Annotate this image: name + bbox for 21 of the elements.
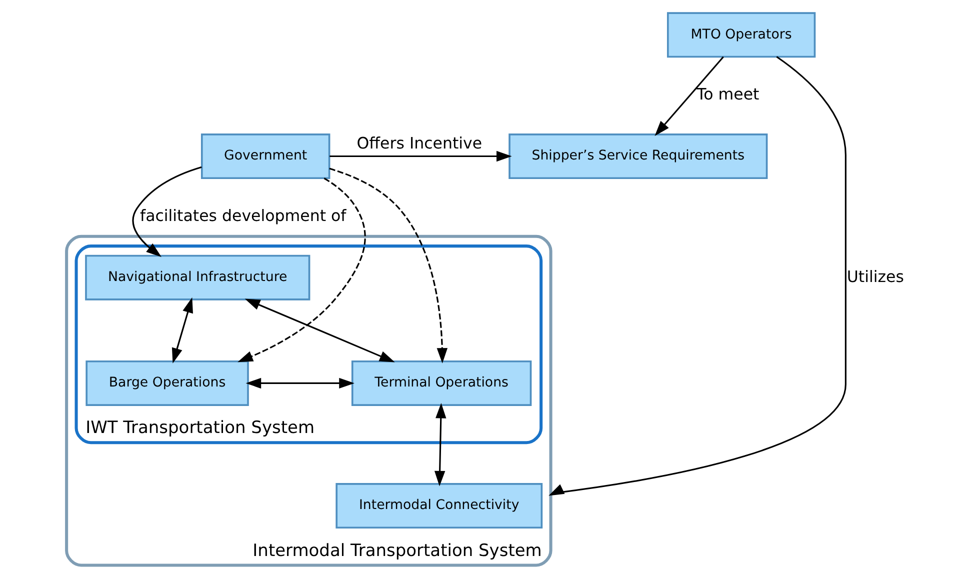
arrow [329, 168, 448, 364]
edge-label: Offers Incentive [356, 133, 482, 152]
node-box: Terminal Operations [351, 360, 532, 406]
node-box: MTO Operators [666, 12, 816, 58]
edge-label: Utilizes [846, 266, 904, 286]
arrow [330, 150, 512, 162]
node-box: Intermodal Connectivity [336, 483, 543, 529]
arrow [434, 402, 446, 486]
edge-label: facilitates development of [140, 206, 346, 226]
node-box: Shipper’s Service Requirements [508, 134, 768, 180]
node-box: Government [200, 134, 330, 180]
node-box: Navigational Infrastructure [85, 254, 310, 300]
arrow [548, 56, 846, 496]
arrow [132, 166, 202, 258]
arrow [246, 378, 354, 389]
arrow [654, 56, 724, 136]
arrow [238, 178, 366, 362]
arrow [244, 298, 395, 362]
arrow [172, 297, 193, 364]
node-box: Barge Operations [86, 360, 249, 406]
edge-label: To meet [696, 84, 760, 104]
